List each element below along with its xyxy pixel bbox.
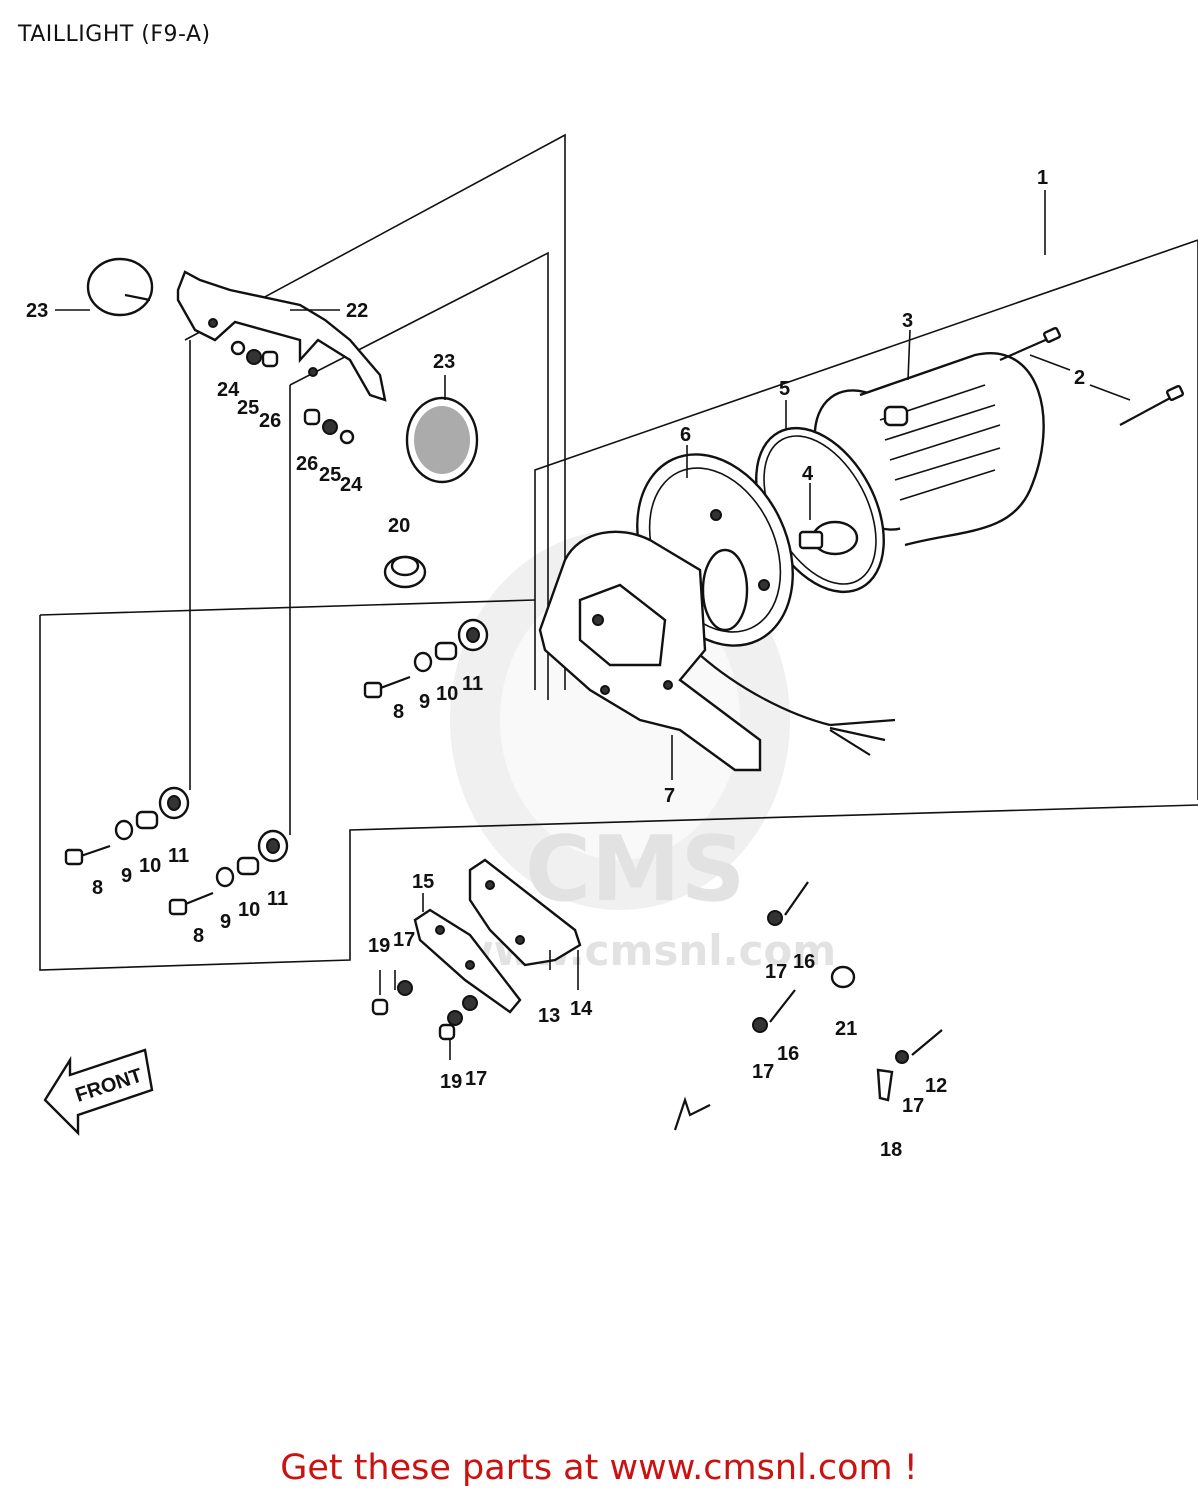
callout-25-lower: 25 xyxy=(319,464,341,486)
callout-25-upper: 25 xyxy=(237,397,259,419)
callout-17-b: 17 xyxy=(465,1068,487,1090)
callout-10-left1: 10 xyxy=(139,855,161,877)
callout-10-upper: 10 xyxy=(436,683,458,705)
front-direction-arrow: FRONT xyxy=(43,1048,154,1136)
leader-lines xyxy=(55,190,1131,1060)
callout-8-left1: 8 xyxy=(92,877,103,899)
callout-10-left2: 10 xyxy=(238,899,260,921)
nut-washer-set-upper xyxy=(230,340,355,445)
grommet xyxy=(383,555,427,589)
callout-16-upper: 16 xyxy=(793,951,815,973)
mount-hardware-left-1 xyxy=(64,786,190,866)
callout-11-left2: 11 xyxy=(267,888,288,910)
lamp-small-hardware xyxy=(371,881,943,1102)
watermark-logo-text: CMS xyxy=(525,817,745,922)
callout-11-left1: 11 xyxy=(168,845,189,867)
callout-labels: 1 2 3 4 5 6 7 8 9 10 11 8 9 10 11 8 9 10… xyxy=(26,167,1085,1161)
callout-9-left2: 9 xyxy=(220,911,231,933)
callout-9-left1: 9 xyxy=(121,865,132,887)
callout-16-lower: 16 xyxy=(777,1043,799,1065)
reflector-bracket xyxy=(176,270,387,402)
exploded-parts-diagram: CMS www.cmsnl.com xyxy=(26,133,1198,1161)
callout-24-lower: 24 xyxy=(340,474,363,496)
callout-17-c: 17 xyxy=(765,961,787,983)
footer-promo-link[interactable]: Get these parts at www.cmsnl.com ! xyxy=(280,1448,918,1488)
callout-11-upper: 11 xyxy=(462,673,483,695)
group-frame-lines xyxy=(39,133,1198,971)
reflector-left xyxy=(86,257,154,317)
callout-21: 21 xyxy=(835,1018,857,1040)
callout-14: 14 xyxy=(570,998,593,1020)
reflector-right xyxy=(405,396,479,484)
wire-break-mark xyxy=(673,1096,711,1131)
callout-19-b: 19 xyxy=(440,1071,462,1093)
mount-hardware-left-2 xyxy=(168,829,289,916)
taillight-housing xyxy=(538,530,896,772)
callout-19-a: 19 xyxy=(368,935,390,957)
callout-26-lower: 26 xyxy=(296,453,318,475)
lens-screws xyxy=(999,326,1184,426)
license-lamp-assembly xyxy=(413,858,582,1014)
callout-26-upper: 26 xyxy=(259,410,281,432)
callout-3: 3 xyxy=(902,310,913,332)
callout-9-upper: 9 xyxy=(419,691,430,713)
callout-17-a: 17 xyxy=(393,929,415,951)
callout-17-e: 17 xyxy=(902,1095,924,1117)
mount-hardware-upper xyxy=(363,618,489,699)
callout-8-left2: 8 xyxy=(193,925,204,947)
callout-6: 6 xyxy=(680,424,691,446)
callout-18: 18 xyxy=(880,1139,902,1161)
callout-7: 7 xyxy=(664,785,675,807)
callout-23-left: 23 xyxy=(26,300,48,322)
callout-22: 22 xyxy=(346,300,368,322)
callout-12: 12 xyxy=(925,1075,947,1097)
callout-5: 5 xyxy=(779,378,790,400)
callout-23-right: 23 xyxy=(433,351,455,373)
callout-24-upper: 24 xyxy=(217,379,240,401)
callout-8-upper: 8 xyxy=(393,701,404,723)
callout-2: 2 xyxy=(1074,367,1085,389)
callout-20: 20 xyxy=(388,515,410,537)
callout-1: 1 xyxy=(1037,167,1048,189)
callout-4: 4 xyxy=(802,463,814,485)
callout-17-d: 17 xyxy=(752,1061,774,1083)
bulb xyxy=(798,520,859,556)
callout-13: 13 xyxy=(538,1005,560,1027)
diagram-title: TAILLIGHT (F9-A) xyxy=(18,22,211,47)
callout-15: 15 xyxy=(412,871,434,893)
